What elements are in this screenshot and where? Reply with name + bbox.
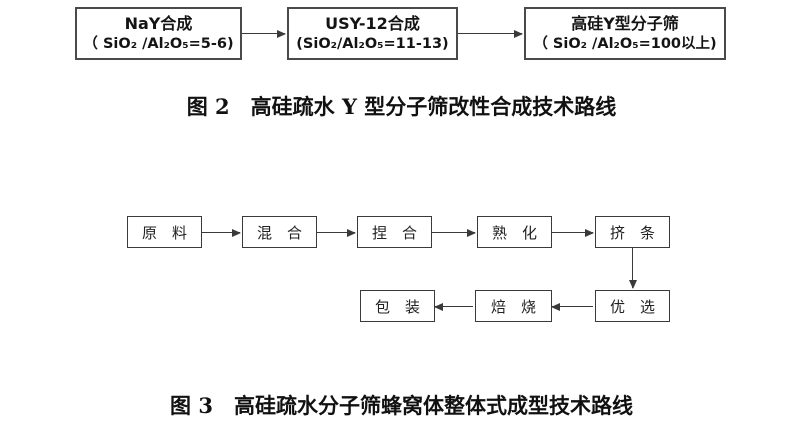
node-formula: （ SiO₂ /Al₂O₅=5-6) (83, 35, 234, 52)
node-label: 熟 化 (491, 223, 537, 242)
flow-node-aging: 熟 化 (477, 216, 552, 248)
node-title: USY-12合成 (325, 13, 420, 33)
arrow-left-icon (551, 302, 593, 311)
flow-node-high-silica-y-sieve: 高硅Y型分子筛 （ SiO₂ /Al₂O₅=100以上) (524, 7, 726, 60)
arrow-right-icon (202, 228, 241, 237)
node-title: 高硅Y型分子筛 (571, 13, 679, 33)
arrow-right-icon (242, 29, 286, 38)
arrow-right-icon (552, 228, 594, 237)
node-formula: (SiO₂/Al₂O₅=11-13) (296, 35, 449, 52)
arrow-left-icon (434, 302, 473, 311)
flow-node-calcination: 焙 烧 (475, 290, 552, 322)
node-label: 焙 烧 (490, 297, 536, 316)
arrow-right-icon (458, 29, 523, 38)
node-label: 原 料 (141, 223, 187, 242)
node-label: 包 装 (374, 297, 420, 316)
arrow-right-icon (432, 228, 476, 237)
arrow-down-icon (628, 248, 637, 289)
flow-node-packaging: 包 装 (360, 290, 435, 322)
node-title: NaY合成 (124, 13, 193, 33)
flow-node-nay-synthesis: NaY合成 （ SiO₂ /Al₂O₅=5-6) (75, 7, 242, 60)
arrow-right-icon (317, 228, 356, 237)
node-label: 捏 合 (371, 223, 417, 242)
figure3-caption: 图 3 高硅疏水分子筛蜂窝体整体式成型技术路线 (170, 393, 633, 418)
flow-node-selection: 优 选 (595, 290, 670, 322)
node-label: 混 合 (256, 223, 302, 242)
flow-node-kneading: 捏 合 (357, 216, 432, 248)
node-label: 挤 条 (609, 223, 655, 242)
flow-node-extrusion: 挤 条 (595, 216, 670, 248)
flow-node-usy12-synthesis: USY-12合成 (SiO₂/Al₂O₅=11-13) (287, 7, 458, 60)
figure2-caption: 图 2 高硅疏水 Y 型分子筛改性合成技术路线 (186, 94, 617, 119)
flow-node-mixing: 混 合 (242, 216, 317, 248)
flow-node-raw-material: 原 料 (127, 216, 202, 248)
node-label: 优 选 (609, 297, 655, 316)
node-formula: （ SiO₂ /Al₂O₅=100以上) (533, 35, 717, 52)
